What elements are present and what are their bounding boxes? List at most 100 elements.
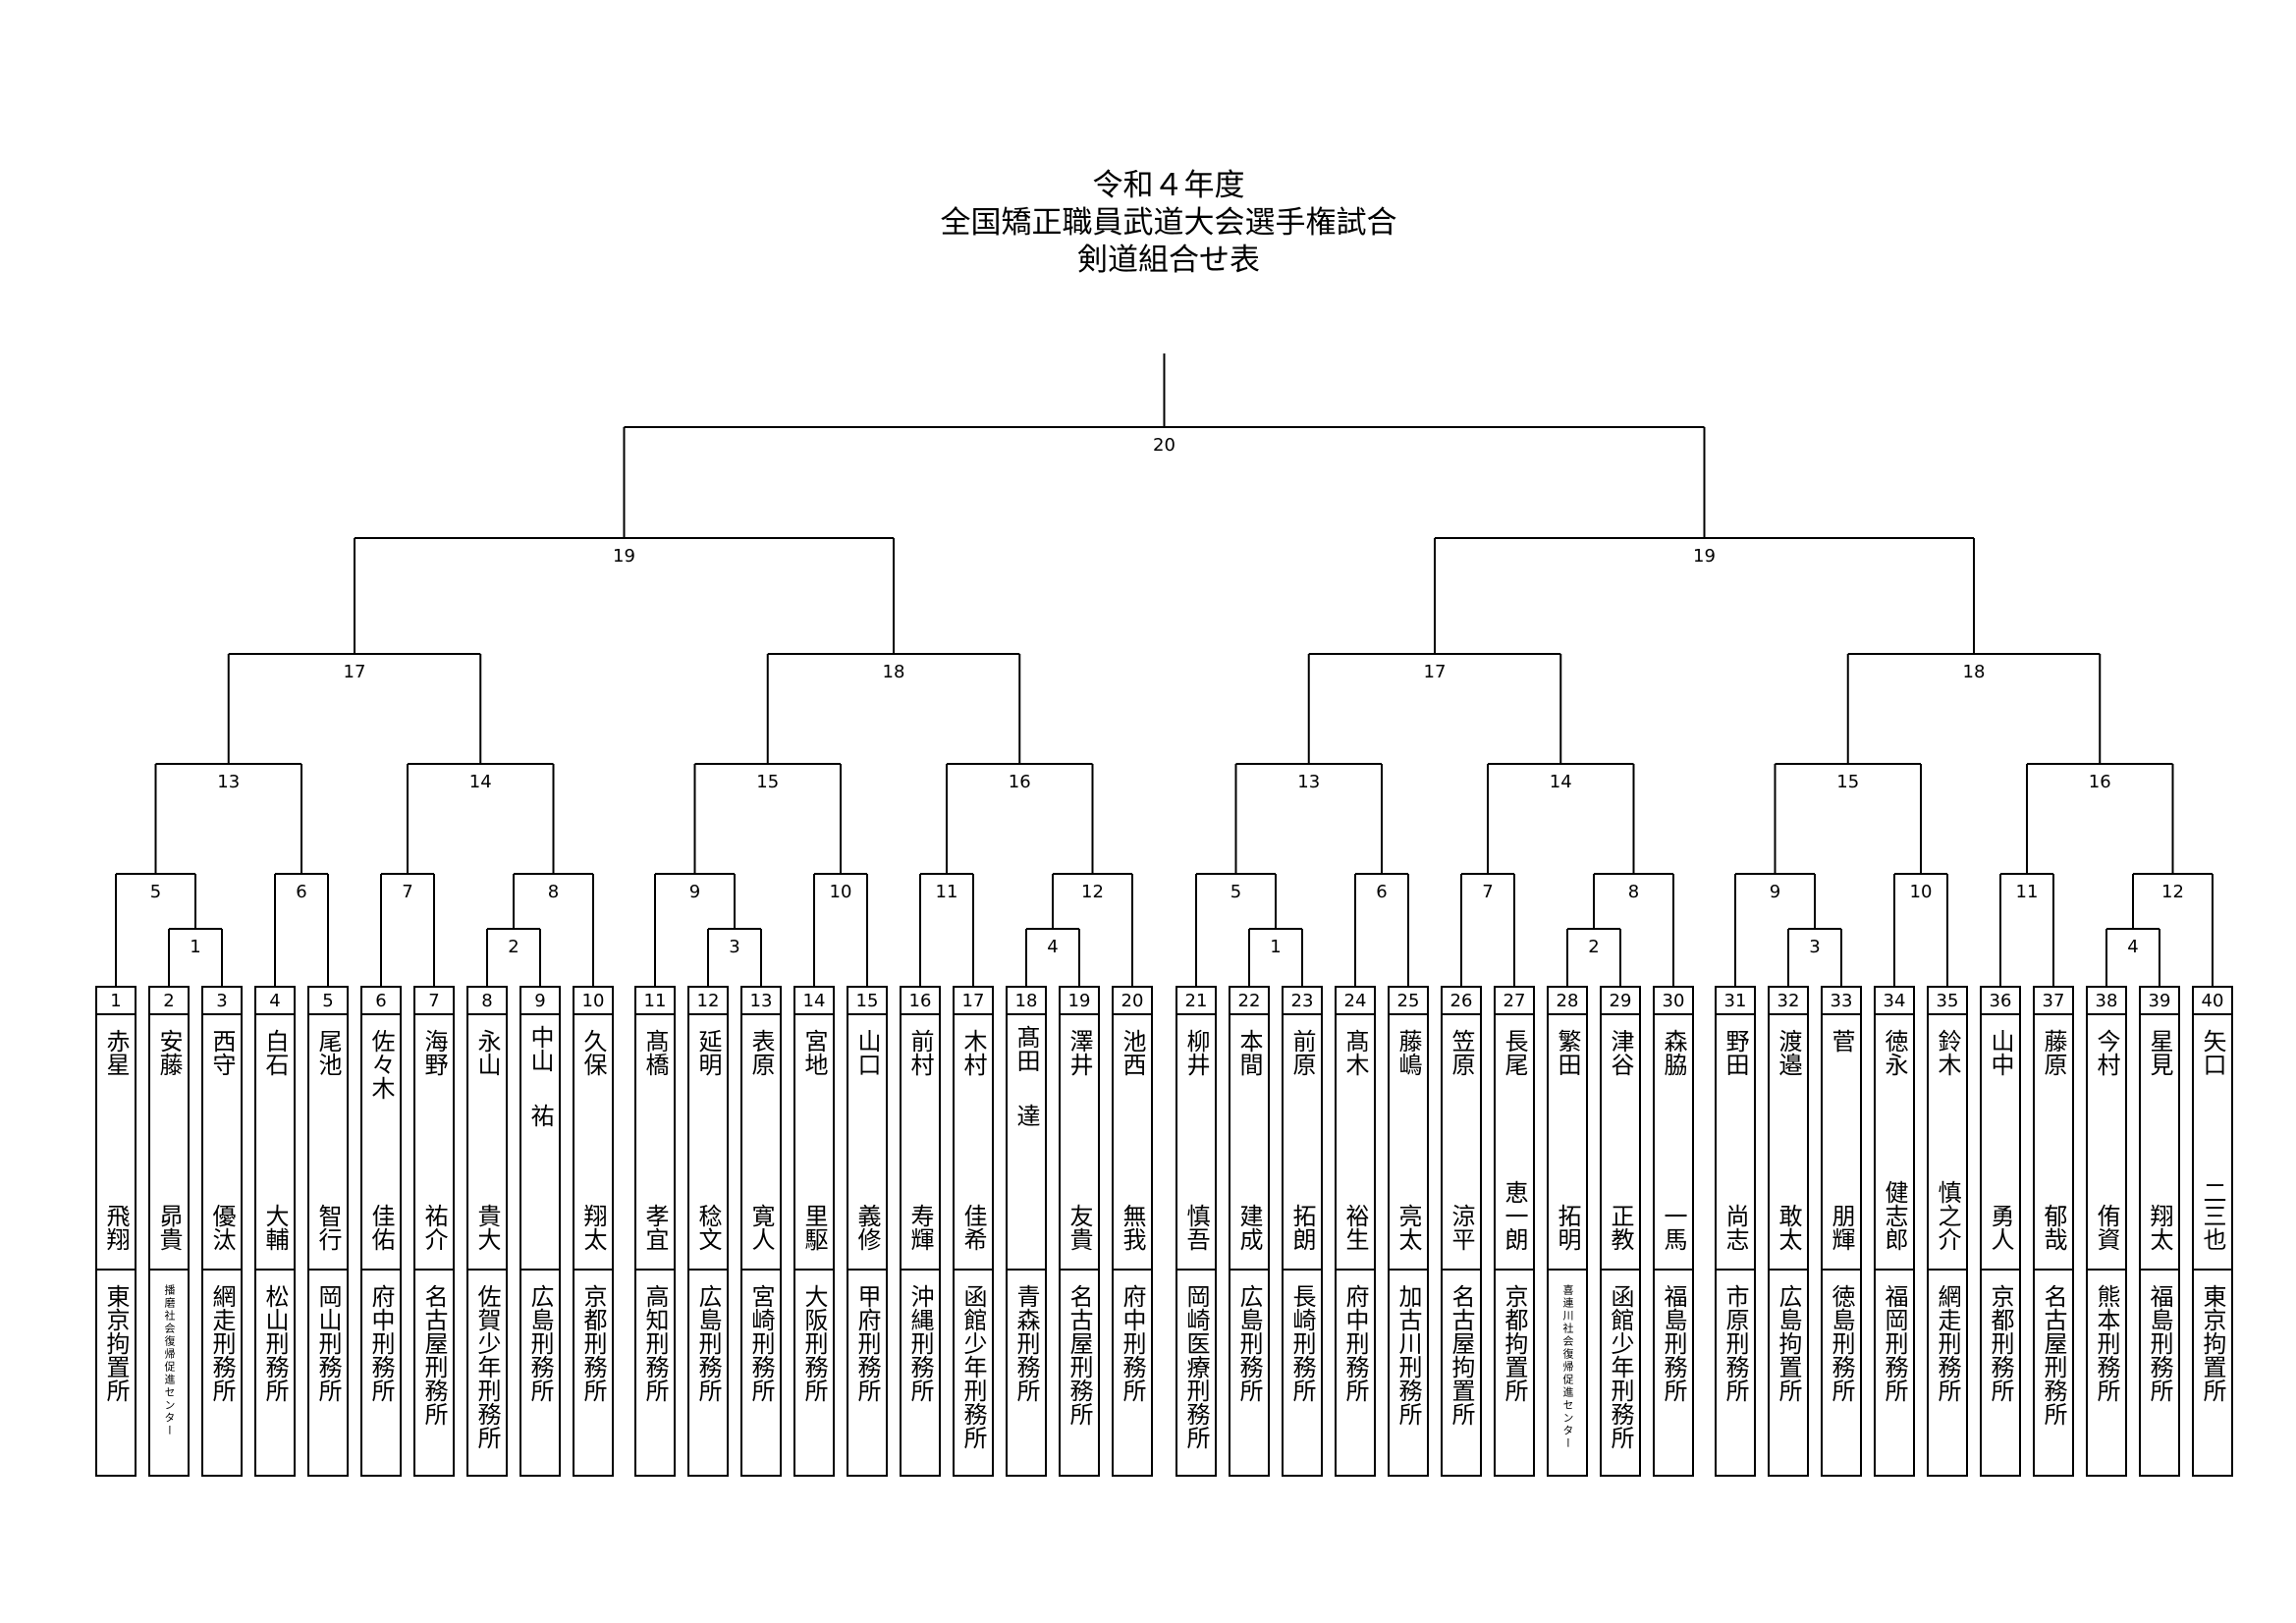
participant-name: 津谷正教: [1602, 1015, 1639, 1267]
participant-given-name: 達: [1012, 1104, 1040, 1127]
participant-number: 40: [2194, 988, 2231, 1015]
participant-name: 白石大輔: [256, 1015, 294, 1267]
match-number: 12: [2161, 882, 2184, 902]
match-number: 10: [1910, 882, 1933, 902]
participant-number: 7: [415, 988, 453, 1015]
participant-affiliation: 網走刑務所: [203, 1269, 241, 1475]
participant-number: 9: [521, 988, 559, 1015]
participant-given-name: 慎吾: [1182, 1204, 1210, 1251]
participant-family-name: 白石: [261, 1029, 289, 1076]
participant-family-name: 中山: [526, 1025, 554, 1072]
match-number: 9: [689, 882, 700, 902]
participant-affiliation: 名古屋刑務所: [1061, 1269, 1098, 1475]
participant-number: 20: [1114, 988, 1151, 1015]
participant-number: 8: [468, 988, 506, 1015]
participant-number: 5: [309, 988, 347, 1015]
participant-affiliation: 大阪刑務所: [795, 1269, 833, 1475]
participant-name: 安藤昴貴: [150, 1015, 188, 1267]
participant-number: 2: [150, 988, 188, 1015]
match-number: 12: [1081, 882, 1104, 902]
title-line-year: 令和４年度: [1092, 168, 1245, 203]
participant-given-name: 正教: [1607, 1204, 1634, 1251]
participant-name: 延明稔文: [689, 1015, 727, 1267]
participant-affiliation: 京都刑務所: [1982, 1269, 2019, 1475]
match-number: 11: [936, 882, 958, 902]
participant-family-name: 澤井: [1066, 1029, 1093, 1076]
participant-family-name: 星見: [2146, 1029, 2173, 1076]
participant-affiliation: 佐賀少年刑務所: [468, 1269, 506, 1475]
participant-number: 1: [97, 988, 135, 1015]
participant-family-name: 木村: [959, 1029, 987, 1076]
participant-family-name: 津谷: [1607, 1029, 1634, 1076]
participant-name: 宮地里駆: [795, 1015, 833, 1267]
participant-affiliation: 京都拘置所: [1496, 1269, 1533, 1475]
participant-affiliation: 熊本刑務所: [2088, 1269, 2125, 1475]
participant-family-name: 鈴木: [1934, 1029, 1961, 1076]
match-number: 8: [548, 882, 559, 902]
participant-family-name: 柳井: [1182, 1029, 1210, 1076]
participant-affiliation: 広島刑務所: [1230, 1269, 1268, 1475]
participant-name: 菅朋輝: [1823, 1015, 1860, 1267]
match-number: 7: [402, 882, 412, 902]
participant-affiliation: 広島拘置所: [1770, 1269, 1807, 1475]
participant-number: 36: [1982, 988, 2019, 1015]
participant-given-name: 孝宜: [641, 1204, 669, 1251]
participant-affiliation: 函館少年刑務所: [1602, 1269, 1639, 1475]
match-number: 3: [1809, 937, 1820, 957]
match-number: 2: [1588, 937, 1599, 957]
participant-given-name: 建成: [1235, 1204, 1263, 1251]
participant-given-name: 翔太: [579, 1204, 607, 1251]
participant-given-name: 翔太: [2146, 1204, 2173, 1251]
participant-given-name: 恵一朗: [1501, 1180, 1528, 1251]
participant-family-name: 今村: [2093, 1029, 2120, 1076]
participant-name: 渡邉敢太: [1770, 1015, 1807, 1267]
participant-name: 木村佳希: [955, 1015, 992, 1267]
participant-affiliation: 甲府刑務所: [848, 1269, 886, 1475]
match-number: 14: [1550, 772, 1572, 792]
participant-family-name: 藤原: [2040, 1029, 2067, 1076]
participant-family-name: 久保: [579, 1029, 607, 1076]
participant-name: 矢口二三也: [2194, 1015, 2231, 1267]
participant-number: 14: [795, 988, 833, 1015]
match-number: 2: [508, 937, 519, 957]
participant-family-name: 延明: [694, 1029, 722, 1076]
participant-given-name: 智行: [314, 1204, 342, 1251]
participant-name: 西守優汰: [203, 1015, 241, 1267]
participant-given-name: 勇人: [1987, 1204, 2014, 1251]
participant-affiliation: 府中刑務所: [1114, 1269, 1151, 1475]
participant-family-name: 佐々木: [367, 1029, 395, 1100]
match-number: 18: [1963, 662, 1986, 682]
participant-name: 今村侑資: [2088, 1015, 2125, 1267]
participant-name: 永山貴大: [468, 1015, 506, 1267]
participant-family-name: 本間: [1235, 1029, 1263, 1076]
match-number: 17: [344, 662, 366, 682]
participant-family-name: 西守: [208, 1029, 236, 1076]
participant-name: 髙木裕生: [1337, 1015, 1374, 1267]
participant-family-name: 安藤: [155, 1029, 183, 1076]
participant-affiliation: 府中刑務所: [1337, 1269, 1374, 1475]
match-number: 14: [469, 772, 492, 792]
participant-family-name: 池西: [1119, 1029, 1146, 1076]
participant-name: 赤星飛翔: [97, 1015, 135, 1267]
participant-number: 13: [742, 988, 780, 1015]
participant-number: 3: [203, 988, 241, 1015]
match-number: 5: [150, 882, 161, 902]
participant-name: 山口義修: [848, 1015, 886, 1267]
participant-family-name: 山中: [1987, 1029, 2014, 1076]
participant-family-name: 宮地: [800, 1029, 828, 1076]
participant-family-name: 赤星: [102, 1029, 130, 1076]
match-number: 4: [1047, 937, 1058, 957]
participant-name: 佐々木佳佑: [362, 1015, 400, 1267]
